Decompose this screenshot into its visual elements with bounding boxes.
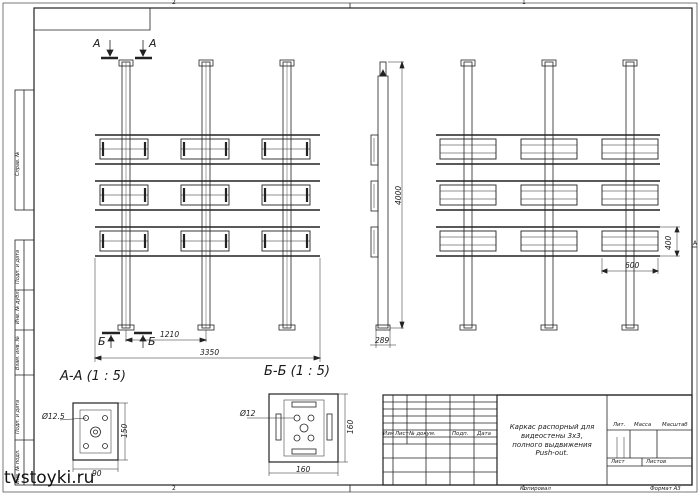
cut-a-right-label: А (149, 37, 157, 50)
strip-inv-replace: Взам. инв. № (15, 336, 21, 370)
strip-sign-date-1: Подп. и дата (15, 249, 21, 284)
tb-mass: Масса (634, 422, 652, 428)
dim-depth: 289 (375, 336, 390, 345)
tb-lit: Лит. (613, 422, 626, 428)
dim-width: 3350 (200, 348, 220, 357)
dim-post-spacing: 1210 (160, 330, 180, 339)
tb-col-change: Изм (383, 431, 394, 437)
cut-b-left-label: Б (98, 335, 106, 348)
tb-col-doc: № докум. (409, 431, 436, 437)
cut-a-left-label: А (93, 37, 101, 50)
section-a-dim-bottom: 90 (92, 469, 102, 478)
strip-dup-no: Инв. № дубл. (15, 289, 21, 324)
section-b-dim-bottom: 160 (296, 465, 311, 474)
tb-sheet: Лист (611, 459, 625, 465)
zone-right: A (693, 240, 698, 247)
tb-col-sheet: Лист (395, 431, 409, 437)
section-b-dim-side: 160 (346, 419, 355, 434)
section-b-title: Б-Б (1 : 5) (264, 364, 330, 379)
zone-bottom-left: 2 (172, 485, 176, 492)
section-b-hole-dia: Ø12 (240, 409, 256, 418)
cut-b-right-label: Б (148, 335, 156, 348)
tb-scale: Масштаб (662, 422, 688, 428)
dim-row-height: 400 (664, 235, 673, 250)
section-a-hole-dia: Ø12.5 (42, 412, 65, 421)
section-a-title: А-А (1 : 5) (60, 369, 126, 384)
strip-sign-date-2: Подп. и дата (15, 399, 21, 434)
sheet-format: Формат А3 (650, 486, 681, 492)
strip-ref-no: Справ. № (15, 151, 21, 176)
dim-height: 4000 (394, 185, 403, 205)
watermark-text: tvstoyki.ru (4, 468, 95, 488)
tb-sheets: Листов (646, 459, 667, 465)
zone-top-left: 2 (172, 0, 176, 6)
tb-title: Каркас распорный для видеостены 3х3, пол… (509, 423, 595, 458)
section-a-dim-side: 150 (120, 423, 129, 438)
sheet-copied: Копировал (520, 486, 551, 492)
dim-col-width: 600 (625, 261, 640, 270)
zone-bottom-right: 1 (522, 485, 526, 492)
zone-top-right: 1 (522, 0, 526, 6)
tb-col-date: Дата (477, 431, 491, 437)
tb-col-sign: Подп. (452, 431, 469, 437)
